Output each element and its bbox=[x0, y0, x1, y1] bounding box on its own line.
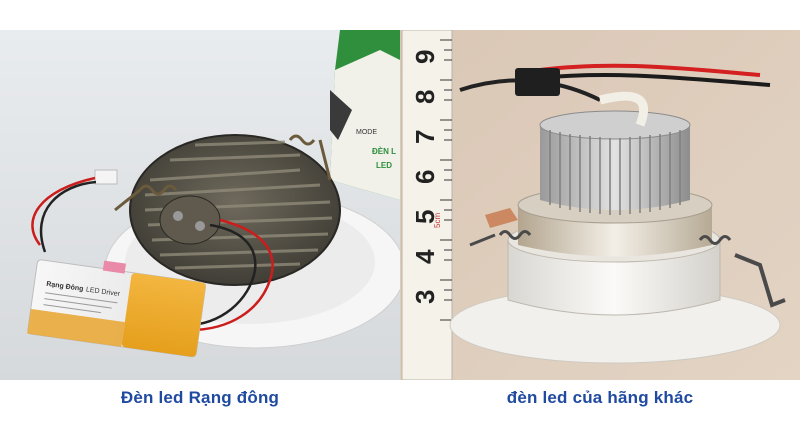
ruler-digit-6: 6 bbox=[410, 170, 440, 184]
ruler-digit-9: 9 bbox=[410, 50, 440, 64]
left-product-photo: MODE ĐÈN L LED bbox=[0, 30, 400, 380]
box-text-3: LED bbox=[376, 161, 392, 170]
ruler-digit-7: 7 bbox=[410, 130, 440, 144]
ruler-digit-4: 4 bbox=[410, 249, 440, 264]
left-photo-illustration: MODE ĐÈN L LED bbox=[0, 30, 400, 380]
box-text: MODE bbox=[356, 129, 377, 136]
wire-connector bbox=[94, 169, 118, 185]
ruler: 9 8 7 6 5 4 3 5cm bbox=[401, 30, 453, 380]
led-driver: Rạng Đông LED Driver bbox=[27, 259, 207, 358]
mounting-springs bbox=[114, 134, 332, 212]
ruler-unit: 5cm bbox=[433, 213, 442, 228]
ruler-digit-8: 8 bbox=[410, 90, 440, 104]
heatsink bbox=[129, 134, 341, 286]
wires bbox=[31, 176, 274, 332]
right-caption: đèn led của hãng khác bbox=[506, 388, 694, 407]
box-text-2: ĐÈN L bbox=[372, 147, 396, 156]
heatsink-fins bbox=[539, 110, 691, 215]
driver-tag bbox=[102, 260, 126, 274]
right-product-photo: 9 8 7 6 5 4 3 5cm bbox=[400, 30, 800, 380]
right-photo-illustration: 9 8 7 6 5 4 3 5cm bbox=[400, 30, 800, 380]
ruler-digit-5: 5 bbox=[410, 210, 440, 224]
wire-connector bbox=[515, 68, 560, 96]
left-caption: Đèn led Rạng đông bbox=[120, 388, 280, 407]
driver-title: LED Driver bbox=[85, 286, 121, 298]
orange-clip bbox=[485, 208, 518, 228]
mounting-springs bbox=[469, 230, 786, 308]
product-box: MODE ĐÈN L LED bbox=[330, 30, 400, 200]
ruler-digit-3: 3 bbox=[410, 290, 440, 304]
